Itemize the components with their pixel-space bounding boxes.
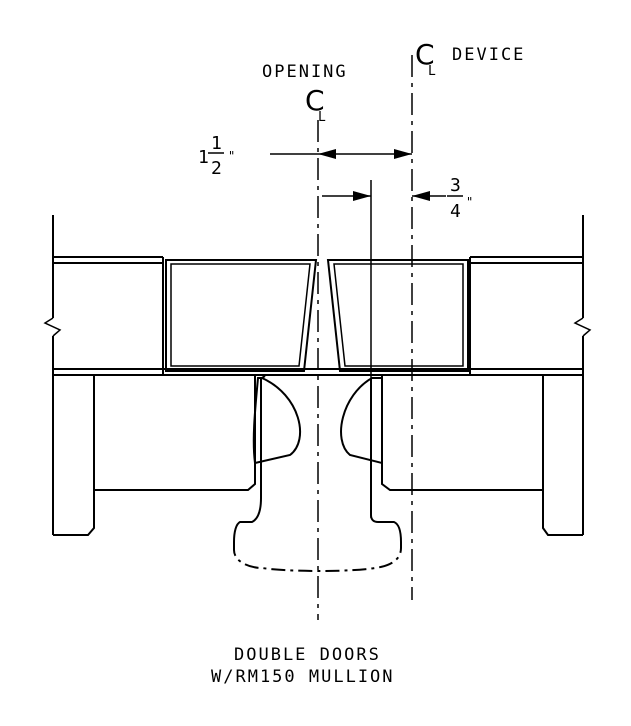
- opening-cl-l: L: [318, 110, 326, 125]
- dim-right-unit: ": [466, 195, 473, 209]
- dimension-three-quarter: 3 4 ": [322, 175, 473, 518]
- dim-left-unit: ": [228, 149, 235, 163]
- device-label: DEVICE: [452, 45, 525, 65]
- right-handle: [340, 377, 383, 465]
- opening-cl-symbol: C L: [305, 84, 326, 125]
- dim-left-whole: 1: [198, 147, 209, 168]
- left-lower-frame: [53, 375, 256, 536]
- opening-label: OPENING: [262, 62, 348, 82]
- dim-right-denominator: 4: [450, 201, 461, 222]
- device-cl-l: L: [428, 64, 436, 79]
- right-door-leaf: [326, 259, 469, 372]
- dimension-one-and-half: 1 1 2 ": [198, 133, 412, 179]
- frame-lines: [53, 256, 583, 376]
- title-line-2: W/RM150 MULLION: [211, 667, 395, 687]
- dim-right-numerator: 3: [450, 175, 461, 196]
- left-handle: [252, 375, 302, 464]
- dim-left-denominator: 2: [211, 158, 222, 179]
- opening-cl-c: C: [305, 84, 325, 117]
- device-cl-symbol: C L: [415, 38, 436, 79]
- title-line-1: DOUBLE DOORS: [234, 645, 381, 665]
- dim-left-numerator: 1: [211, 133, 222, 154]
- device-cl-c: C: [415, 38, 435, 71]
- left-door-leaf: [165, 259, 318, 372]
